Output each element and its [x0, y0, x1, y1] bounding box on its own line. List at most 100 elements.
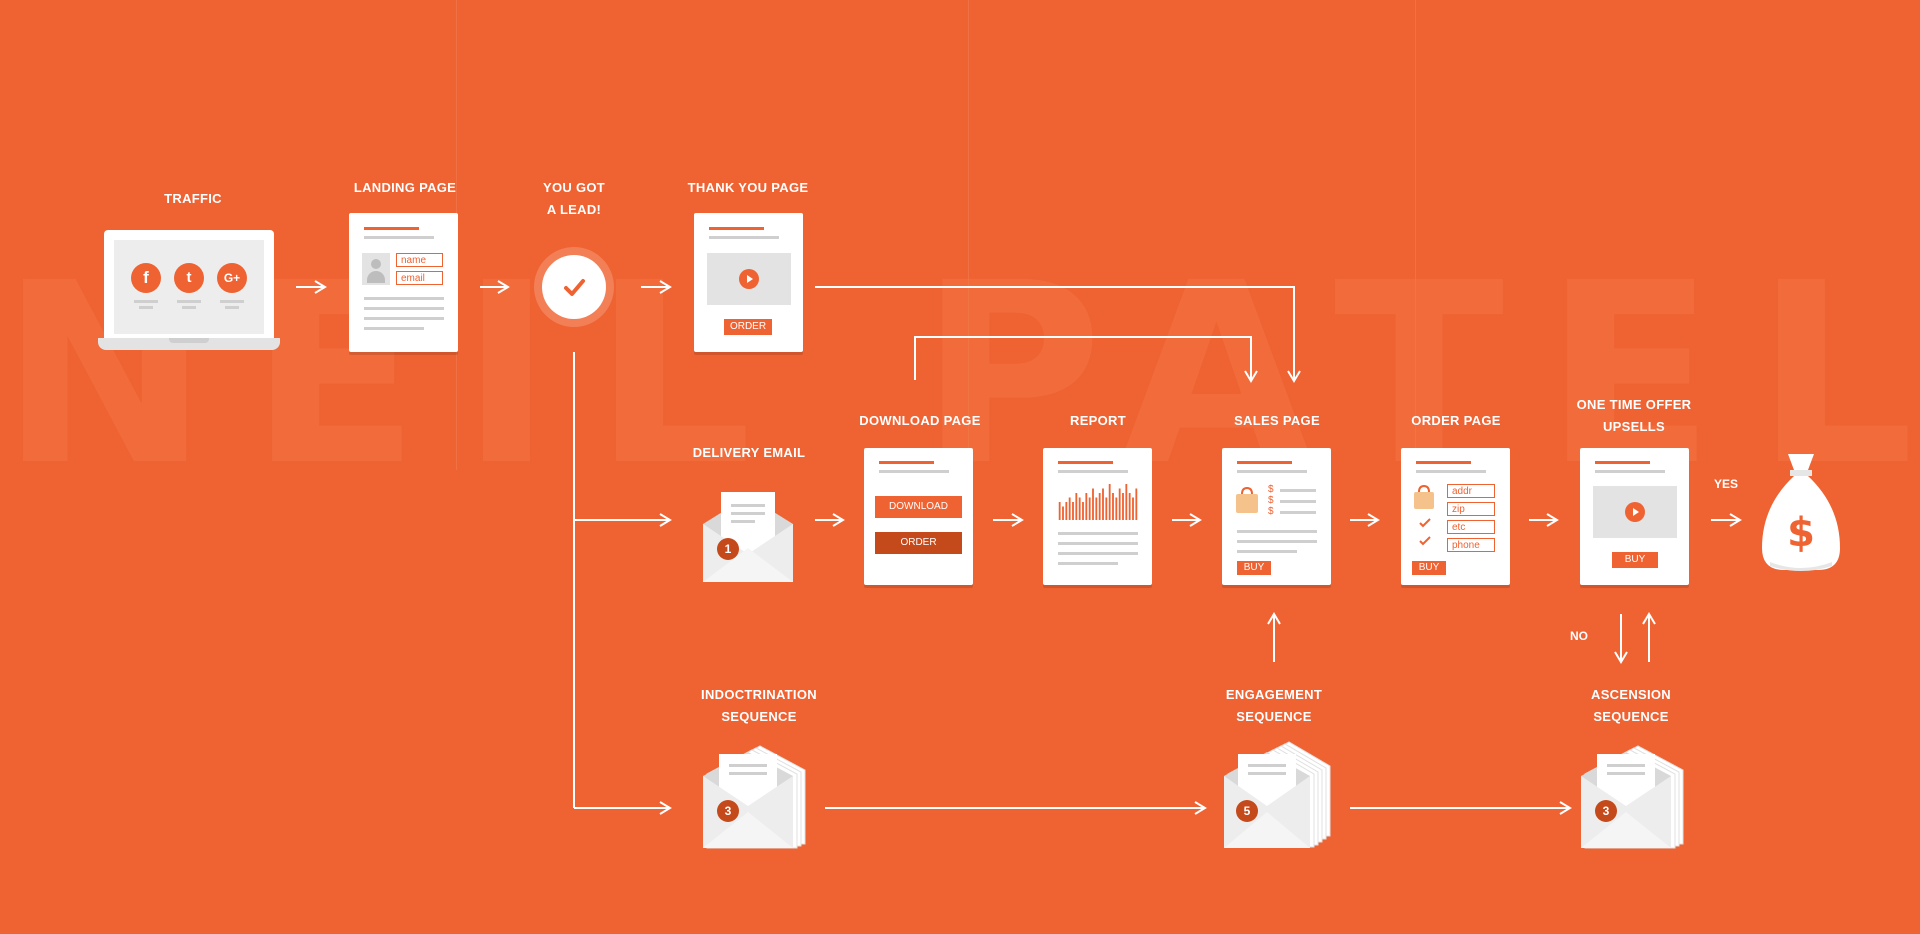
- report-bar: [1065, 502, 1068, 520]
- arrow-thankyou-sales: [815, 286, 1301, 383]
- zip-field[interactable]: zip: [1447, 502, 1495, 516]
- email-field[interactable]: email: [396, 271, 443, 285]
- label-lead-line1: YOU GOT: [542, 180, 606, 195]
- user-icon: [362, 253, 390, 285]
- play-icon: [739, 269, 759, 289]
- order-buy-button[interactable]: BUY: [1412, 561, 1446, 575]
- download-page-card: DOWNLOAD ORDER: [864, 448, 973, 585]
- label-ascension: ASCENSION SEQUENCE: [1591, 684, 1671, 728]
- report-bar: [1132, 497, 1134, 520]
- placeholder-line: [364, 307, 444, 310]
- video-placeholder: [707, 253, 791, 305]
- placeholder-line: [709, 236, 779, 239]
- placeholder-line: [1058, 562, 1118, 565]
- laptop-notch: [169, 338, 209, 343]
- report-bar: [1098, 493, 1101, 520]
- label-delivery-email: DELIVERY EMAIL: [692, 445, 806, 460]
- report-bar: [1072, 502, 1074, 520]
- sales-buy-button[interactable]: BUY: [1237, 561, 1271, 575]
- placeholder-line: [1237, 540, 1317, 543]
- label-yes: YES: [1714, 477, 1739, 491]
- heading-line: [879, 461, 934, 464]
- placeholder-line: [364, 327, 424, 330]
- report-bar: [1112, 493, 1114, 520]
- engagement-emails: 5: [1222, 740, 1332, 850]
- download-button[interactable]: DOWNLOAD: [875, 496, 962, 518]
- checkmark-icon: [1419, 536, 1431, 546]
- placeholder-line: [1237, 550, 1297, 553]
- report-bar: [1075, 493, 1078, 520]
- report-bar: [1105, 497, 1108, 520]
- report-bar: [1115, 497, 1118, 520]
- heading-line: [1595, 461, 1650, 464]
- ascension-emails: 3: [1579, 740, 1689, 850]
- checkmark-icon: [564, 279, 585, 296]
- label-engagement: ENGAGEMENT SEQUENCE: [1226, 684, 1322, 728]
- label-lead-line2: A LEAD!: [546, 202, 602, 217]
- thankyou-order-button[interactable]: ORDER: [724, 319, 772, 335]
- label-thankyou-page: THANK YOU PAGE: [687, 180, 809, 195]
- twitter-icon: t: [174, 263, 204, 293]
- placeholder-line: [364, 317, 444, 320]
- download-order-button[interactable]: ORDER: [875, 532, 962, 554]
- sales-page-card: $ $ $ BUY: [1222, 448, 1331, 585]
- price-symbol: $: [1268, 484, 1274, 495]
- bg-line: [968, 0, 969, 470]
- placeholder-line: [182, 306, 196, 309]
- lead-circle: [542, 255, 606, 319]
- ascension-count: 3: [1595, 800, 1617, 822]
- label-lead: YOU GOT A LEAD!: [543, 177, 605, 221]
- label-order-page: ORDER PAGE: [1411, 413, 1501, 428]
- report-bar: [1078, 497, 1081, 520]
- label-engage-line1: ENGAGEMENT: [1225, 687, 1323, 702]
- report-bar: [1102, 488, 1104, 520]
- traffic-laptop: f t G+: [104, 230, 274, 342]
- report-bar: [1092, 488, 1094, 520]
- label-no: NO: [1570, 629, 1588, 643]
- oto-buy-button[interactable]: BUY: [1612, 552, 1658, 568]
- heading-line: [1058, 461, 1113, 464]
- placeholder-line: [134, 300, 158, 303]
- report-bar: [1122, 493, 1124, 520]
- envelope-stack-icon: [1581, 745, 1684, 849]
- delivery-email-count: 1: [717, 538, 739, 560]
- label-traffic: TRAFFIC: [164, 191, 222, 206]
- placeholder-line: [1280, 500, 1316, 503]
- order-page-card: addr zip etc phone BUY: [1401, 448, 1510, 585]
- landing-page-card: name email: [349, 213, 458, 352]
- addr-field[interactable]: addr: [1447, 484, 1495, 498]
- placeholder-line: [1280, 511, 1316, 514]
- report-bar: [1125, 484, 1128, 520]
- report-bar: [1128, 493, 1131, 520]
- report-bar: [1068, 497, 1071, 520]
- envelope-icon: [703, 492, 793, 582]
- facebook-icon: f: [131, 263, 161, 293]
- placeholder-line: [1237, 470, 1307, 473]
- report-bar: [1118, 488, 1121, 520]
- placeholder-line: [220, 300, 244, 303]
- placeholder-line: [1280, 489, 1316, 492]
- price-symbol: $: [1268, 495, 1274, 506]
- label-ascension-line1: ASCENSION: [1591, 687, 1671, 702]
- label-landing-page: LANDING PAGE: [353, 180, 457, 195]
- phone-field[interactable]: phone: [1447, 538, 1495, 552]
- label-oto-line1: ONE TIME OFFER: [1576, 397, 1692, 412]
- play-icon: [1625, 502, 1645, 522]
- etc-field[interactable]: etc: [1447, 520, 1495, 534]
- video-placeholder: [1593, 486, 1677, 538]
- dollar-sign: $: [1787, 510, 1815, 556]
- heading-line: [364, 227, 419, 230]
- placeholder-line: [1058, 542, 1138, 545]
- report-bar: [1062, 506, 1064, 520]
- envelope-stack-icon: [703, 745, 806, 849]
- indoctrination-count: 3: [717, 800, 739, 822]
- label-sales-page: SALES PAGE: [1234, 413, 1320, 428]
- google-plus-icon: G+: [217, 263, 247, 293]
- report-card: [1043, 448, 1152, 585]
- name-field[interactable]: name: [396, 253, 443, 267]
- lead-circle-ring: [534, 247, 614, 327]
- report-bar: [1085, 493, 1088, 520]
- placeholder-line: [1058, 470, 1128, 473]
- label-ascension-line2: SEQUENCE: [1593, 709, 1669, 724]
